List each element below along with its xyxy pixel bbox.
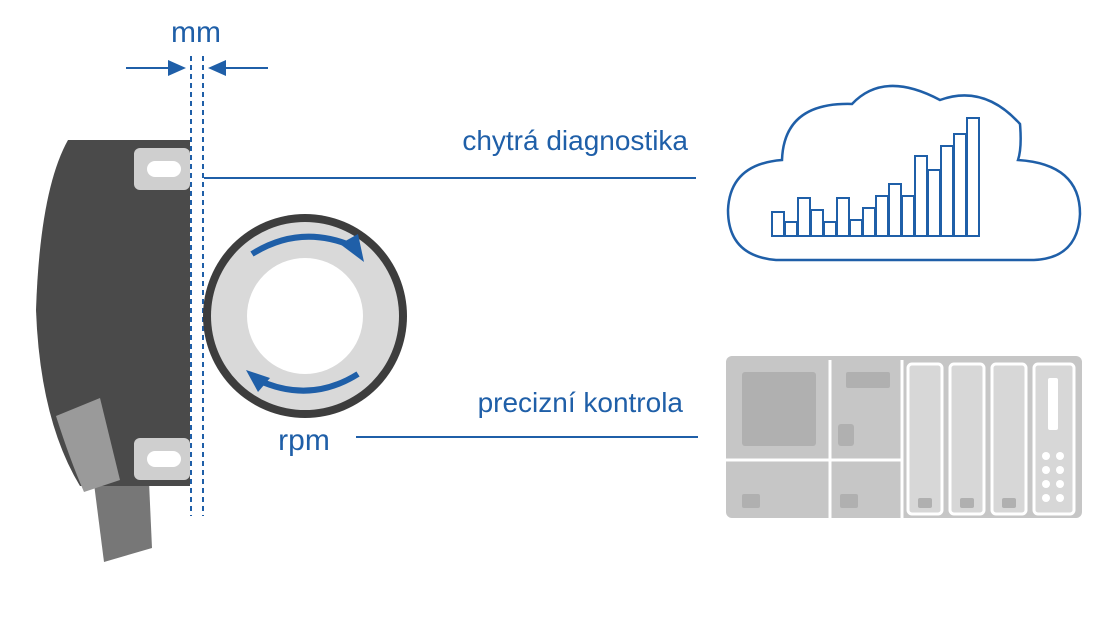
cloud-bar [810, 209, 824, 237]
plc-terminal-dot [1056, 494, 1064, 502]
sensor-housing [36, 140, 190, 486]
cloud-bar [784, 221, 798, 237]
sensor-body [36, 140, 190, 562]
plc-terminal-dot [1056, 480, 1064, 488]
rotation-arrowhead-bottom-icon [246, 370, 270, 392]
gap-arrowhead-right [208, 60, 226, 76]
mounting-hole-top [147, 161, 181, 177]
cloud-bar [771, 211, 785, 237]
sensor-connector [56, 398, 120, 492]
plc-terminal-dot [1056, 452, 1064, 460]
cloud-bar [862, 207, 876, 237]
cloud-bar [940, 145, 954, 237]
gap-arrowhead-left [168, 60, 186, 76]
plc-io-card-led [960, 498, 974, 508]
plc-terminal-dots [1042, 452, 1064, 502]
diagnostics-label: chytrá diagnostika [462, 125, 688, 156]
cloud-bar [901, 195, 915, 237]
plc-terminal-dot [1042, 480, 1050, 488]
cloud-bar [953, 133, 967, 237]
plc-terminal-dot [1056, 466, 1064, 474]
cloud-bar [836, 197, 850, 237]
cloud-bar [797, 197, 811, 237]
cloud-bar [823, 221, 837, 237]
plc-io-card-led [918, 498, 932, 508]
plc-rack-icon [726, 356, 1082, 518]
plc-terminal-slot [1048, 378, 1058, 430]
cloud-bar-chart-icon [726, 84, 1082, 262]
plc-io-card [990, 362, 1028, 516]
plc-terminal-dot [1042, 466, 1050, 474]
plc-indicator [838, 424, 854, 446]
plc-port-mid [840, 494, 858, 508]
wheel: rpm [203, 214, 407, 457]
plc-io-card [906, 362, 944, 516]
cloud-bar [927, 169, 941, 237]
cloud-bar [966, 117, 980, 237]
cloud-bar [849, 219, 863, 237]
mounting-hole-bottom [147, 451, 181, 467]
gap-unit-label: mm [171, 16, 221, 49]
wheel-hub [247, 258, 363, 374]
plc-port-left [742, 494, 760, 508]
gap-measurement: mm [126, 16, 268, 516]
plc-terminal-dot [1042, 452, 1050, 460]
cloud-bars [771, 117, 980, 237]
cloud-bar [875, 195, 889, 237]
plc-io-card [948, 362, 986, 516]
cloud-bar [914, 155, 928, 237]
control-label: precizní kontrola [478, 387, 684, 418]
plc-io-card-led [1002, 498, 1016, 508]
speed-unit-label: rpm [278, 424, 330, 457]
plc-display [742, 372, 816, 446]
rotation-arrow-top [250, 233, 354, 257]
rotation-arrowhead-top-icon [340, 234, 364, 262]
plc-terminal-block [1032, 362, 1076, 516]
cloud-bar [888, 183, 902, 237]
rotation-arrow-bottom [256, 371, 360, 394]
plc-terminal-dot [1042, 494, 1050, 502]
plc-label-slot [846, 372, 890, 388]
